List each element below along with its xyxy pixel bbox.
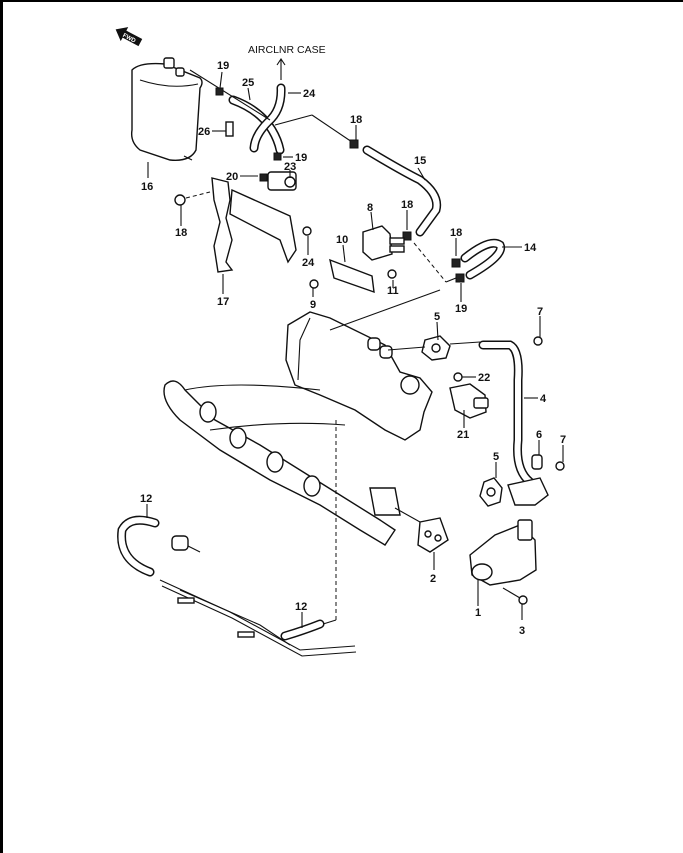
callout-19: 19 xyxy=(295,152,307,164)
callout-8: 8 xyxy=(367,202,373,214)
callout-25: 25 xyxy=(242,77,254,89)
bolt-21 xyxy=(453,372,463,382)
valve-small xyxy=(171,535,201,553)
leader-lines xyxy=(146,71,564,628)
hose-12b xyxy=(280,619,325,641)
intake-manifold xyxy=(285,311,433,441)
callout-24: 24 xyxy=(303,88,316,100)
bolt-7b xyxy=(555,461,565,471)
callout-11: 11 xyxy=(387,285,399,297)
bracket-6 xyxy=(531,454,543,470)
airclnr-case-label: AIRCLNR CASE xyxy=(248,44,326,56)
sensor-20 xyxy=(449,383,489,419)
vsv-22 xyxy=(267,171,297,191)
callout-4: 4 xyxy=(540,393,547,405)
callout-19: 19 xyxy=(217,60,229,72)
callout-12: 12 xyxy=(140,493,152,505)
callout-7: 7 xyxy=(537,306,543,318)
clip-19a xyxy=(215,87,224,96)
gasket-5a xyxy=(421,335,451,361)
clip-19b xyxy=(273,152,282,161)
gasket-5b xyxy=(479,477,503,507)
callout-12: 12 xyxy=(295,601,307,613)
clip-18b xyxy=(402,231,412,241)
callout-17: 18 xyxy=(175,227,187,239)
callout-6: 6 xyxy=(536,429,542,441)
callout-18: 19 xyxy=(455,303,467,315)
callout-5: 5 xyxy=(434,311,440,323)
hose-24-25 xyxy=(228,83,286,155)
callout-15: 16 xyxy=(141,181,153,193)
callout-2: 2 xyxy=(430,573,436,585)
callout-labels: 19 25 24 26 16 18 19 20 23 15 18 24 8 18… xyxy=(140,60,566,637)
callout-3: 3 xyxy=(519,625,525,637)
callout-5: 5 xyxy=(493,451,499,463)
callout-18: 18 xyxy=(350,114,362,126)
callout-10: 10 xyxy=(336,234,348,246)
vacuum-pipe xyxy=(159,579,357,657)
egr-valve-1 xyxy=(469,519,537,586)
up-arrow-icon xyxy=(276,58,286,80)
gasket-2 xyxy=(417,517,449,553)
callout-23: 24 xyxy=(302,257,315,269)
bolt-11 xyxy=(387,269,397,279)
hose-13 xyxy=(460,238,506,280)
clip-18a xyxy=(349,139,359,149)
callout-20: 21 xyxy=(457,429,469,441)
callout-22: 23 xyxy=(284,161,296,173)
hose-14 xyxy=(362,145,442,237)
fwd-arrow-icon: FWD xyxy=(115,27,143,47)
callout-14: 15 xyxy=(414,155,426,167)
hose-12a xyxy=(117,515,160,577)
callout-18: 18 xyxy=(450,227,462,239)
callout-19: 20 xyxy=(226,171,238,183)
charcoal-canister xyxy=(130,57,203,161)
bolt-3 xyxy=(502,587,528,605)
egr-pipe-4 xyxy=(478,340,549,506)
callout-7: 7 xyxy=(560,434,566,446)
bolt-7a xyxy=(533,336,543,346)
bracket-16 xyxy=(211,177,297,273)
callout-16: 17 xyxy=(217,296,229,308)
callout-21: 22 xyxy=(478,372,490,384)
clamp-26 xyxy=(225,121,234,137)
clip-18c xyxy=(451,258,461,268)
exhaust-manifold xyxy=(163,380,401,546)
plate-10 xyxy=(329,258,375,294)
callout-9: 9 xyxy=(310,299,316,311)
clip-18d xyxy=(455,273,465,283)
nut-9 xyxy=(309,279,319,289)
solenoid-8 xyxy=(362,225,405,261)
callout-13: 14 xyxy=(524,242,537,254)
bolt-23 xyxy=(302,226,312,236)
callout-1: 1 xyxy=(475,607,481,619)
callout-26: 26 xyxy=(198,126,210,138)
clip-19c xyxy=(259,173,268,182)
bolt-17 xyxy=(174,191,211,206)
callout-18: 18 xyxy=(401,199,413,211)
